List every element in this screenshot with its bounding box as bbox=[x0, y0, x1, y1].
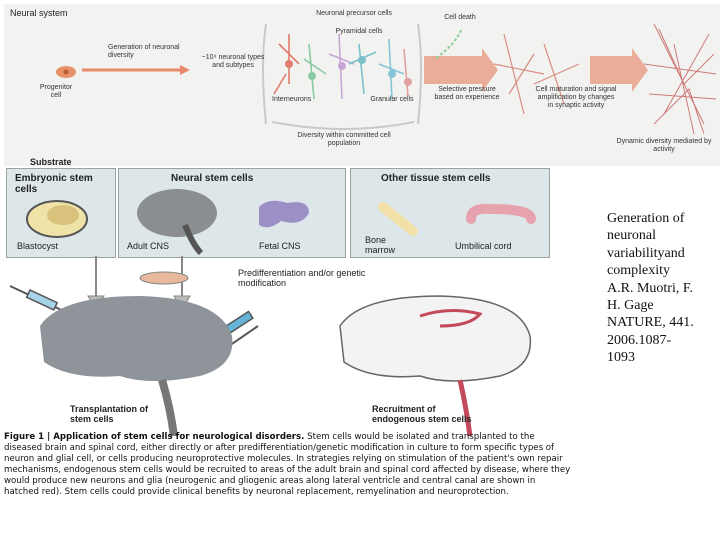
blastocyst-graphic bbox=[26, 200, 88, 238]
fetal-cns-label: Fetal CNS bbox=[259, 241, 301, 251]
diversity-label: Diversity within committed cell populati… bbox=[297, 132, 391, 147]
citation-line-1: Generation of bbox=[607, 211, 685, 226]
neural-diversity-figure: Neural system Progenitor cell Generation… bbox=[4, 4, 720, 166]
section-label: Neural system bbox=[10, 8, 68, 18]
citation-line-4: complexity bbox=[607, 263, 670, 279]
stem-cell-figure: Substrate Embryonic stem cells Blastocys… bbox=[0, 157, 575, 546]
progenitor-label: Progenitor cell bbox=[39, 84, 73, 99]
neuron-bracket-right bbox=[417, 23, 422, 125]
count-label: ~10⁹ neuronal types and subtypes bbox=[201, 54, 265, 69]
umbilical-cord-label: Umbilical cord bbox=[455, 241, 512, 251]
maturation-arrow bbox=[590, 48, 648, 92]
prediff-label: Predifferentiation and/or genetic modifi… bbox=[238, 268, 366, 288]
citation-text: Generation of neuronal variabilityand co… bbox=[607, 210, 722, 367]
adult-cns-label: Adult CNS bbox=[127, 241, 170, 251]
figure-caption: Figure 1 | Application of stem cells for… bbox=[4, 432, 572, 498]
blastocyst-label: Blastocyst bbox=[17, 241, 59, 251]
maturation-label: Cell maturation and signal amplification… bbox=[535, 86, 617, 109]
petri-dish bbox=[139, 271, 189, 285]
selective-pressure-label: Selective pressure based on experience bbox=[434, 86, 500, 101]
other-tissue-graphic bbox=[378, 202, 536, 236]
generation-label: Generation of neuronal diversity bbox=[108, 44, 180, 59]
interneurons-label: Interneurons bbox=[272, 96, 312, 103]
arrow-generation-head bbox=[180, 65, 190, 75]
selection-arrow bbox=[424, 48, 498, 92]
spinal-cord-right bbox=[457, 379, 473, 437]
diversity-bracket bbox=[271, 121, 415, 130]
precursor-label: Neuronal precursor cells bbox=[316, 10, 392, 17]
embryonic-title: Embryonic stem cells bbox=[15, 173, 93, 195]
citation-line-2: neuronal bbox=[607, 228, 656, 244]
selected-neurons bbox=[493, 33, 580, 115]
caption-title: Figure 1 | Application of stem cells for… bbox=[4, 432, 305, 442]
brain-right bbox=[339, 295, 532, 382]
brain-left bbox=[40, 296, 233, 381]
neuron-bracket-left bbox=[262, 23, 267, 125]
caption-body: Stem cells would be isolated and transpl… bbox=[4, 432, 571, 497]
citation-line-7: NATURE, 441. bbox=[607, 315, 694, 331]
citation-line-3: variabilityand bbox=[607, 245, 685, 261]
panel-other-tissue: Other tissue stem cells Bone marrow Umbi… bbox=[350, 168, 550, 258]
pyramidal-label: Pyramidal cells bbox=[335, 28, 383, 35]
ventricle-red bbox=[419, 309, 483, 328]
neural-stem-graphic bbox=[137, 189, 309, 256]
cell-death-label: Cell death bbox=[444, 14, 476, 21]
neural-title: Neural stem cells bbox=[171, 173, 254, 184]
dynamic-diversity-label: Dynamic diversity mediated by activity bbox=[616, 138, 712, 153]
transplant-label: Transplantation of stem cells bbox=[70, 404, 149, 424]
citation-line-8: 2006.1087- bbox=[607, 332, 672, 348]
other-title: Other tissue stem cells bbox=[381, 173, 491, 184]
panel-embryonic: Embryonic stem cells Blastocyst bbox=[6, 168, 116, 258]
bottom-diagram bbox=[9, 256, 532, 437]
bone-marrow-label: Bone marrow bbox=[365, 235, 396, 255]
spinal-cord-left bbox=[158, 378, 178, 437]
panel-neural: Neural stem cells Adult CNS Fetal CNS bbox=[118, 168, 346, 258]
citation-line-9: 1093 bbox=[607, 350, 635, 366]
cell-death-arrow bbox=[435, 27, 463, 59]
citation-line-5: A.R. Muotri, F. bbox=[607, 280, 694, 296]
neuron-cluster bbox=[273, 33, 412, 100]
substrate-label: Substrate bbox=[30, 157, 72, 167]
citation-line-6: H. Gage bbox=[607, 298, 654, 314]
recruitment-label: Recruitment of endogenous stem cells bbox=[372, 404, 472, 424]
neural-diversity-diagram bbox=[56, 23, 717, 135]
mature-network bbox=[643, 23, 717, 135]
granular-label: Granular cells bbox=[370, 96, 414, 103]
